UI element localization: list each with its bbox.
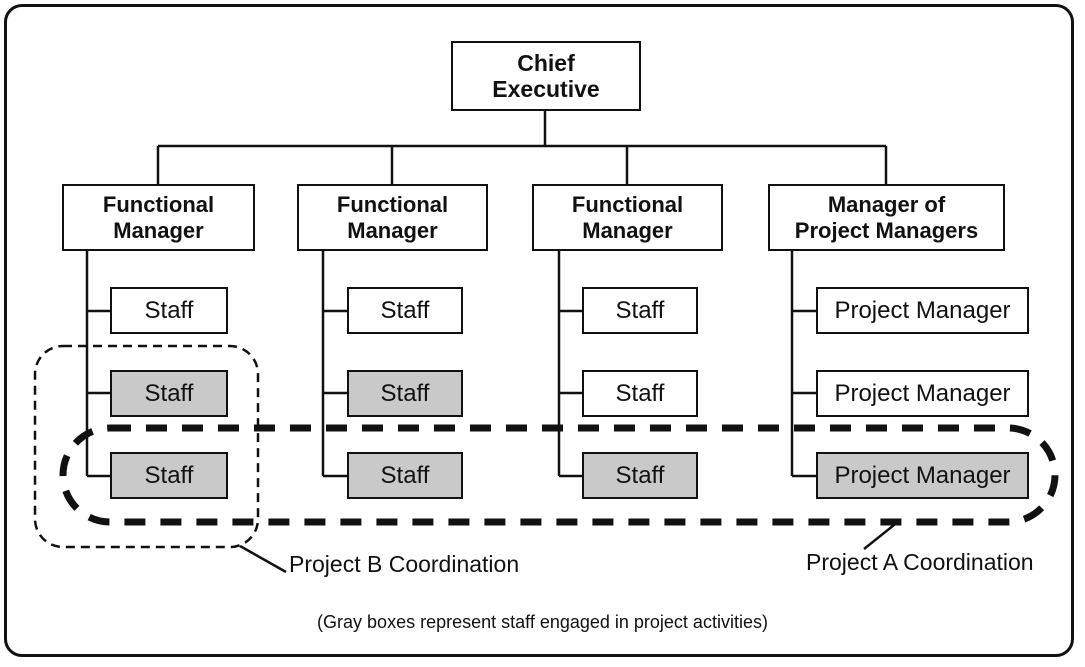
node-staff-col2-row3: Staff — [347, 452, 463, 499]
connector-column-1-stubs — [87, 309, 110, 478]
node-staff-col3-row1: Staff — [582, 287, 698, 334]
connector-column-3-stubs — [559, 309, 582, 478]
node-manager-of-project-managers: Manager of Project Managers — [768, 184, 1005, 251]
node-chief-executive: Chief Executive — [451, 41, 641, 111]
node-staff-col1-row1: Staff — [110, 287, 228, 334]
connector-column-2-stubs — [323, 309, 347, 478]
node-project-manager-row2: Project Manager — [816, 370, 1029, 417]
project-b-coordination-label: Project B Coordination — [289, 551, 520, 577]
node-functional-manager-2: Functional Manager — [297, 184, 488, 251]
project-b-leader-line — [239, 544, 287, 574]
project-a-coordination-label: Project A Coordination — [806, 549, 1034, 575]
project-a-leader-line — [863, 520, 900, 550]
project-a-coordination-region — [59, 424, 1059, 526]
node-functional-manager-1: Functional Manager — [62, 184, 255, 251]
node-staff-col3-row2: Staff — [582, 370, 698, 417]
node-staff-col2-row1: Staff — [347, 287, 463, 334]
node-staff-col1-row2: Staff — [110, 370, 228, 417]
project-b-coordination-region — [33, 344, 260, 549]
connector-column-4-stubs — [792, 309, 816, 478]
node-project-manager-row1: Project Manager — [816, 287, 1029, 334]
node-functional-manager-3: Functional Manager — [532, 184, 723, 251]
diagram-outer-frame — [4, 4, 1074, 657]
gray-boxes-caption: (Gray boxes represent staff engaged in p… — [317, 612, 768, 632]
node-staff-col3-row3: Staff — [582, 452, 698, 499]
node-project-manager-row3: Project Manager — [816, 452, 1029, 499]
node-staff-col2-row2: Staff — [347, 370, 463, 417]
node-staff-col1-row3: Staff — [110, 452, 228, 499]
